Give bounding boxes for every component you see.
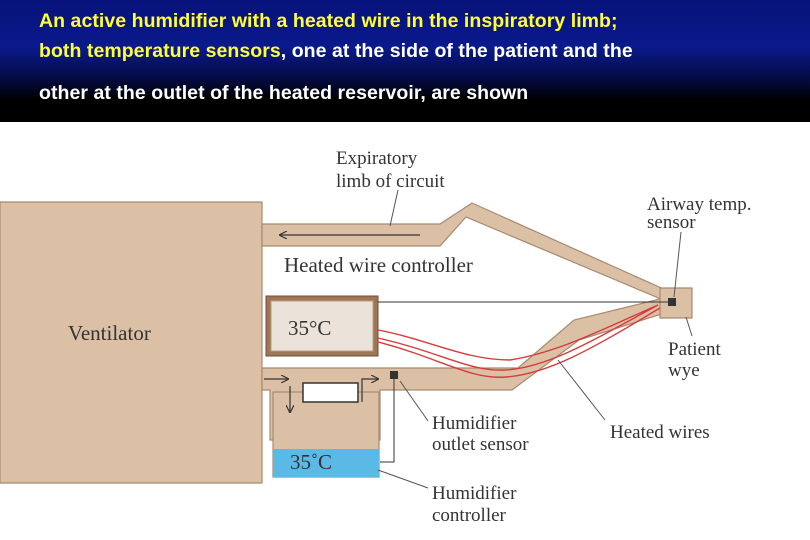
patient-wye-leader: [685, 316, 693, 337]
airway-temp-sensor: [668, 298, 676, 306]
heated-wire-2: [377, 307, 661, 378]
heated-wire-controller-display: [270, 300, 374, 352]
expiratory-label-leader: [389, 189, 399, 227]
heated-wires-label: Heated wires: [610, 422, 710, 443]
airway-temp-sensor-label-line-1: Airway temp.: [647, 194, 751, 215]
caption-line-2-rest: , one at the side of the patient and the: [280, 40, 633, 62]
humidifier-outlet-sensor: [390, 371, 398, 379]
airway-temp-sensor-label-line-2: sensor: [647, 212, 696, 233]
heated-wire-controller-temp: 35°C: [288, 316, 331, 340]
airway-sensor-leader: [673, 231, 682, 298]
caption-line-2: both temperature sensors, one at the sid…: [39, 40, 633, 63]
expiratory-limb-label-line-1: Expiratory: [336, 148, 418, 169]
heated-wires-leader: [557, 359, 606, 421]
caption-line-3: other at the outlet of the heated reserv…: [39, 82, 529, 104]
humidifier-controller-leader: [377, 469, 429, 489]
ventilator-box: [0, 201, 263, 484]
humidifier-outflow-arrow: [361, 379, 378, 402]
heated-wire-1: [377, 304, 659, 371]
outlet-sensor-leader: [399, 380, 429, 422]
ventilator-label: Ventilator: [68, 321, 151, 345]
expiratory-limb-label-line-2: limb of circuit: [336, 171, 445, 192]
humidifier-controller-label-line-2: controller: [432, 505, 507, 526]
heater-element: [302, 382, 359, 403]
caption-line-2-highlight: both temperature sensors: [39, 40, 281, 62]
patient-wye-label-line-2: wye: [668, 360, 700, 381]
heated-wire-controller-label: Heated wire controller: [284, 253, 473, 277]
humidifier-controller-label-line-1: Humidifier: [432, 483, 517, 504]
caption-line-1: An active humidifier with a heated wire …: [39, 10, 618, 32]
humidifier-outlet-sensor-label-line-1: Humidifier: [432, 413, 517, 434]
caption-banner: An active humidifier with a heated wire …: [0, 0, 810, 122]
humidifier-outlet-sensor-wire: [380, 379, 395, 463]
humidifier-water: [273, 449, 379, 477]
patient-wye-label-line-1: Patient: [668, 339, 721, 360]
humidifier-outlet-sensor-label-line-2: outlet sensor: [432, 434, 529, 455]
humidifier-temp: 35˚C: [290, 450, 332, 474]
humidifier-circuit-diagram: Ventilator Heated wire controller 35°C 3…: [0, 148, 751, 526]
